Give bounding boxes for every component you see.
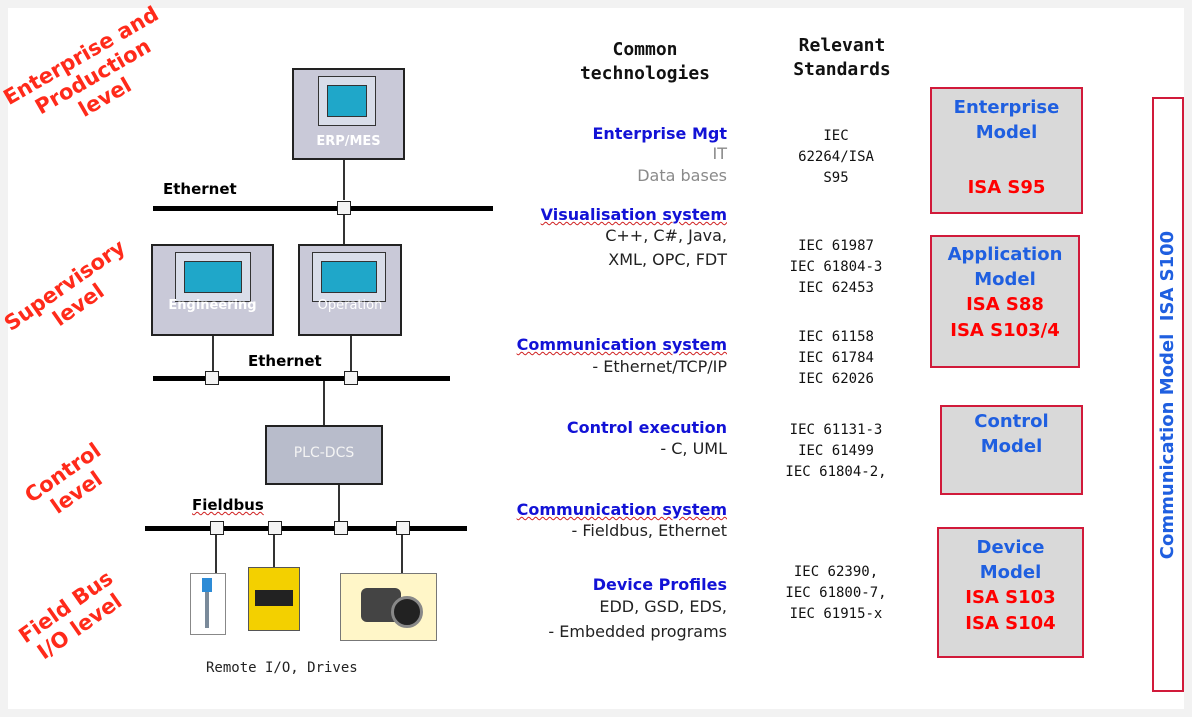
monitor-icon [318, 76, 376, 126]
enterprise-model-std: ISA S95 [967, 177, 1046, 198]
tech-communication-ethernet: Communication system - Ethernet/TCP/IP [470, 335, 727, 380]
engineering-station: Engineering [151, 244, 274, 336]
ethernet-mid-label: Ethernet [248, 352, 322, 370]
device-model-std: ISA S103 ISA S104 [965, 587, 1056, 634]
ethernet-top-label: Ethernet [163, 180, 237, 198]
bus-node [205, 371, 219, 385]
link-line [350, 336, 352, 372]
operation-label: Operation [317, 298, 383, 313]
remote-io-device-icon [248, 567, 300, 631]
bus-node [344, 371, 358, 385]
erp-mes-station: ERP/MES [292, 68, 405, 160]
tech-line: C++, C#, Java, [605, 226, 727, 245]
bus-node [268, 521, 282, 535]
control-model-name: Control Model [974, 411, 1049, 457]
tech-title: Communication system [516, 500, 727, 519]
tech-line: Data bases [637, 166, 727, 185]
tech-communication-fieldbus: Communication system - Fieldbus, Etherne… [470, 500, 727, 543]
link-line [338, 485, 340, 525]
standards-visualisation: IEC 61987 IEC 61804-3 IEC 62453 [789, 238, 883, 296]
bus-node [337, 201, 351, 215]
tech-line: - Fieldbus, Ethernet [571, 521, 727, 540]
link-line [323, 381, 325, 425]
device-model-name: Device Model [976, 537, 1045, 583]
standards-header: Relevant Standards [793, 35, 891, 80]
tech-line: - C, UML [660, 439, 727, 458]
link-line [401, 535, 403, 573]
communication-model-box: Communication Model ISA S100 [1152, 97, 1184, 692]
fieldbus-label: Fieldbus [192, 496, 264, 514]
tech-line: - Embedded programs [548, 622, 727, 641]
standards-enterprise: IEC 62264/ISA S95 [798, 128, 874, 186]
standards-control: IEC 61131-3 IEC 61499 IEC 61804-2, [785, 422, 887, 480]
technologies-header: Common technologies [579, 39, 711, 84]
drive-device-icon [340, 573, 437, 641]
ethernet-top-bus [153, 206, 493, 211]
erp-mes-label: ERP/MES [316, 134, 381, 149]
fieldbus-bus [145, 526, 467, 531]
enterprise-model-box: Enterprise Model ISA S95 [930, 87, 1083, 214]
bus-node [396, 521, 410, 535]
link-line [215, 535, 217, 573]
tech-line: IT [712, 144, 728, 163]
tech-title: Control execution [566, 418, 727, 437]
ethernet-mid-bus [153, 376, 450, 381]
link-line [273, 535, 275, 567]
plc-dcs-label: PLC-DCS [293, 445, 355, 461]
monitor-icon [312, 252, 386, 302]
communication-model-label: Communication Model ISA S100 [1157, 230, 1178, 559]
device-model-box: Device Model ISA S103 ISA S104 [937, 527, 1084, 658]
tech-line: EDD, GSD, EDS, [599, 597, 727, 616]
link-line [343, 160, 345, 200]
application-model-std: ISA S88 ISA S103/4 [950, 294, 1060, 341]
standards-communication: IEC 61158 IEC 61784 IEC 62026 [798, 329, 874, 387]
plc-dcs-station: PLC-DCS [265, 425, 383, 485]
tech-title: Enterprise Mgt [592, 124, 727, 143]
monitor-icon [175, 252, 251, 302]
tech-title: Visualisation system [540, 205, 727, 224]
devices-caption: Remote I/O, Drives [206, 660, 358, 676]
tech-title: Device Profiles [592, 575, 727, 594]
tech-title: Communication system [516, 335, 727, 354]
sensor-device-icon [190, 573, 226, 635]
control-model-box: Control Model [940, 405, 1083, 495]
tech-device-profiles: Device Profiles EDD, GSD, EDS, - Embedde… [470, 575, 727, 644]
operation-station: Operation [298, 244, 402, 336]
tech-line: - Ethernet/TCP/IP [592, 357, 727, 376]
enterprise-model-name: Enterprise Model [953, 97, 1060, 143]
tech-line: XML, OPC, FDT [608, 250, 727, 269]
link-line [212, 336, 214, 372]
standards-device: IEC 62390, IEC 61800-7, IEC 61915-x [785, 564, 887, 622]
tech-visualisation: Visualisation system C++, C#, Java, XML,… [470, 205, 727, 272]
bus-node [334, 521, 348, 535]
application-model-box: Application Model ISA S88 ISA S103/4 [930, 235, 1080, 368]
tech-enterprise: Enterprise Mgt IT Data bases [470, 124, 727, 187]
tech-control: Control execution - C, UML [470, 418, 727, 461]
engineering-label: Engineering [168, 298, 257, 313]
application-model-name: Application Model [947, 244, 1063, 290]
bus-node [210, 521, 224, 535]
link-line [343, 215, 345, 245]
